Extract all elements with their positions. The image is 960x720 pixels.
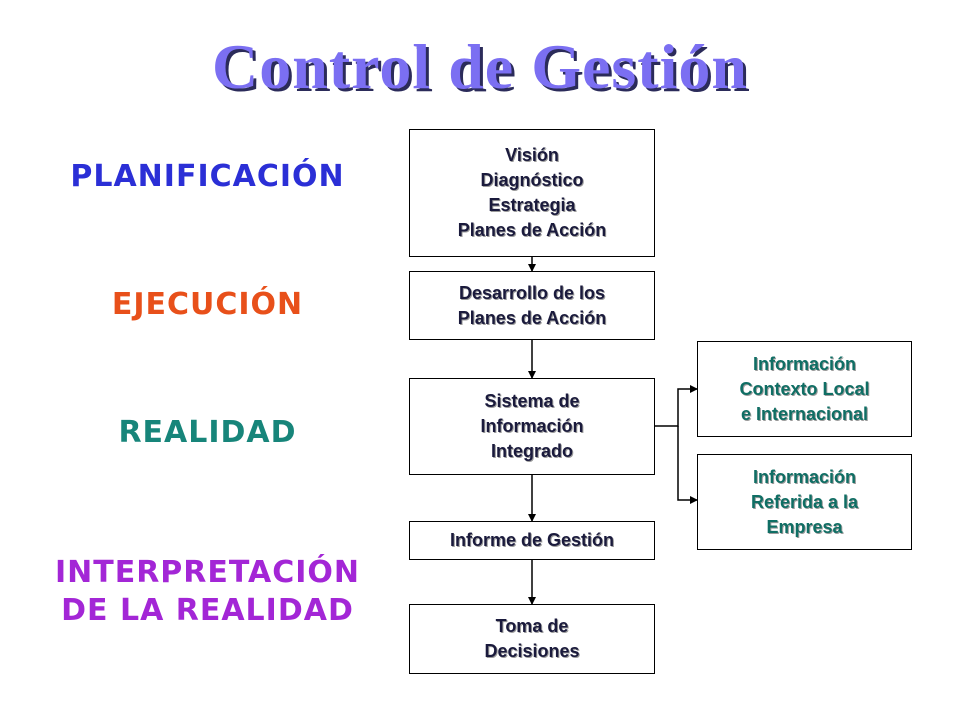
box-info-context-line-1: Información [752,353,856,374]
box-info-company-line-3: Empresa [766,516,843,537]
stage-interpretacion: INTERPRETACIÓN DE LA REALIDAD [35,554,380,630]
box-planning-line-2: Diagnóstico [480,170,584,190]
box-information-system-line-3: Integrado [490,441,573,461]
box-info-context-line-3: e Internacional [740,403,869,424]
box-information-system: Sistema de Información Integrado [409,378,655,475]
box-info-company-line-2: Referida a la [750,491,859,512]
stage-planificacion: PLANIFICACIÓN [70,159,345,194]
box-development-line-1: Desarrollo de los [458,282,606,303]
box-report: Informe de Gestión [409,521,655,560]
box-planning-line-4: Planes de Acción [457,220,607,240]
box-info-company-line-1: Información [752,466,856,487]
stage-ejecucion: EJECUCIÓN [111,287,304,322]
stage-realidad: REALIDAD [118,415,297,450]
page-title: Control de Gestión [212,31,748,102]
connector-system-branch [655,385,698,427]
stage-interpretacion-line-2: DE LA REALIDAD [61,593,354,628]
box-info-context: Información Contexto Local e Internacion… [697,341,912,437]
box-planning-line-1: Visión [505,145,559,165]
box-info-company: Información Referida a la Empresa [697,454,912,550]
stage-interpretacion-line-1: INTERPRETACIÓN [54,555,361,590]
box-planning: Visión Diagnóstico Estrategia Planes de … [409,129,655,257]
box-information-system-line-2: Información [480,416,584,436]
box-development-line-2: Planes de Acción [457,307,607,328]
box-decisions: Toma de Decisiones [409,604,655,674]
box-decisions-line-1: Toma de [495,616,569,636]
connector-system-branch-lower [677,426,698,504]
box-development: Desarrollo de los Planes de Acción [409,271,655,340]
box-report-line-1: Informe de Gestión [449,530,615,550]
box-info-context-line-2: Contexto Local [739,378,870,399]
box-planning-line-3: Estrategia [488,195,576,215]
box-decisions-line-2: Decisiones [484,641,580,661]
box-information-system-line-1: Sistema de [484,391,580,411]
